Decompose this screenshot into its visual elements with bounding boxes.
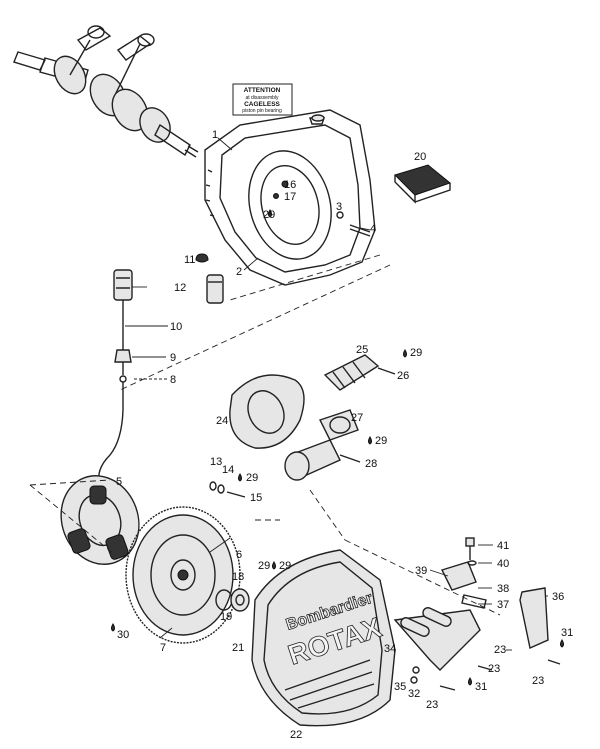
- callout-38: 38: [497, 583, 509, 595]
- callout-40: 40: [497, 558, 509, 570]
- attention-line3: CAGELESS: [244, 101, 280, 108]
- crankcase-housing: [204, 109, 376, 286]
- flywheel: [125, 506, 241, 644]
- callout-30: 30: [117, 629, 129, 641]
- callout-29-d: 29: [263, 209, 275, 221]
- callout-22: 22: [290, 729, 302, 741]
- connecting-rod: [284, 409, 361, 481]
- callout-23-c: 23: [426, 699, 438, 711]
- callout-14: 14: [222, 464, 234, 476]
- callout-1: 1: [212, 129, 218, 141]
- callout-29-e: 29: [258, 560, 270, 572]
- needle-bearing: [323, 354, 396, 391]
- callout-11: 11: [184, 254, 195, 266]
- callout-20: 20: [414, 151, 426, 163]
- callout-31-a: 31: [561, 627, 573, 639]
- callout-15: 15: [250, 492, 262, 504]
- callout-27: 27: [351, 412, 363, 424]
- callout-23-d: 23: [532, 675, 544, 687]
- attention-line2: at disassembly: [245, 95, 279, 101]
- attention-line1: ATTENTION: [244, 87, 281, 94]
- callout-16: 16: [284, 179, 296, 191]
- callout-5: 5: [116, 476, 122, 488]
- callout-23-a: 23: [494, 644, 506, 656]
- stator-plate: [229, 374, 305, 449]
- leader-lines: [125, 137, 548, 651]
- callout-39: 39: [415, 565, 427, 577]
- callout-labels: 1 2 3 4 5 6 7 8 9 10 11 12 13 14 15 16 1…: [116, 129, 573, 741]
- attention-line4: piston pin bearing: [242, 108, 282, 114]
- callout-19: 19: [220, 611, 232, 623]
- magneto-cover: Bombardier ROTAX: [251, 549, 396, 727]
- magneto-stator: [60, 475, 140, 565]
- crankshaft: [13, 25, 199, 158]
- bracket-assembly: [393, 537, 561, 691]
- callout-21: 21: [232, 642, 244, 654]
- callout-41: 41: [497, 540, 509, 552]
- callout-36: 36: [552, 591, 564, 603]
- callout-25: 25: [356, 344, 368, 356]
- callout-2: 2: [236, 266, 242, 278]
- callout-10: 10: [170, 321, 182, 333]
- harness-connectors: [113, 253, 224, 304]
- gasket-pack: [394, 164, 452, 204]
- assembly-lines: [29, 254, 501, 616]
- callout-7: 7: [160, 642, 166, 654]
- callout-37: 37: [497, 599, 509, 611]
- callout-32: 32: [408, 688, 420, 700]
- callout-24: 24: [216, 415, 228, 427]
- sealant-drops: [111, 349, 564, 686]
- callout-29-b: 29: [375, 435, 387, 447]
- callout-34: 34: [384, 643, 396, 655]
- callout-26: 26: [397, 370, 409, 382]
- callout-6: 6: [236, 549, 242, 561]
- callout-23-b: 23: [488, 663, 500, 675]
- callout-8: 8: [170, 374, 176, 386]
- callout-28: 28: [365, 458, 377, 470]
- attention-label: ATTENTION at disassembly CAGELESS piston…: [232, 83, 293, 116]
- callout-9: 9: [170, 352, 176, 364]
- callout-35: 35: [394, 681, 406, 693]
- callout-13: 13: [210, 456, 222, 468]
- callout-31-b: 31: [475, 681, 487, 693]
- callout-12: 12: [174, 282, 186, 294]
- callout-29-c: 29: [246, 472, 258, 484]
- callout-3: 3: [336, 201, 342, 213]
- callout-18: 18: [232, 571, 244, 583]
- callout-17: 17: [284, 191, 296, 203]
- washer-and-nut: [215, 588, 250, 612]
- callout-4: 4: [370, 223, 376, 235]
- callout-29-a: 29: [410, 347, 422, 359]
- fasteners-13-15: [209, 481, 246, 498]
- wire-harness: [98, 300, 132, 486]
- callout-29-f: 29: [279, 560, 291, 572]
